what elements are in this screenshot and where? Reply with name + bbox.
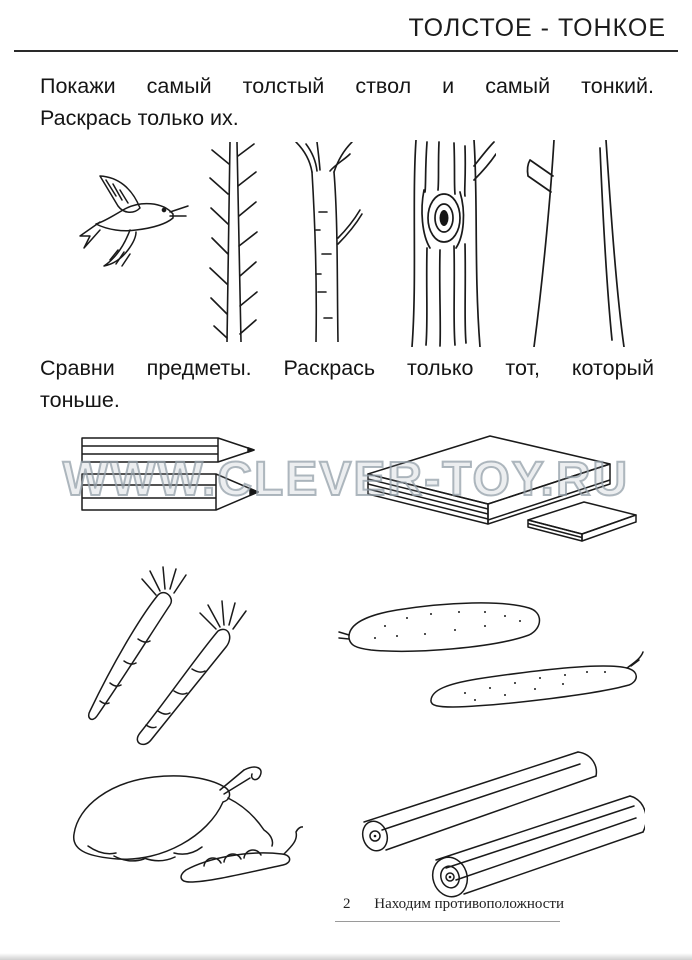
bird-illustration bbox=[78, 172, 193, 292]
trunk-4-illustration bbox=[524, 140, 636, 347]
pencils-illustration bbox=[80, 428, 280, 516]
instruction-first: Покажи самый толстый ствол и самый тонки… bbox=[40, 70, 654, 134]
trunk-3-illustration bbox=[394, 140, 496, 347]
cucumbers-illustration bbox=[335, 588, 645, 743]
page-number: 2 bbox=[343, 896, 351, 912]
footer-divider bbox=[335, 921, 560, 922]
footer: 2 Находим противоположности bbox=[215, 896, 692, 913]
instruction-first-line1: Покажи самый толстый ствол и самый тонки… bbox=[40, 74, 654, 98]
books-illustration bbox=[338, 428, 638, 563]
instruction-second-line1: Сравни предметы. Раскрась только тот, ко… bbox=[40, 356, 654, 380]
logs-illustration bbox=[330, 738, 645, 898]
header-divider bbox=[14, 50, 678, 52]
page-title: ТОЛСТОЕ - ТОНКОЕ bbox=[408, 14, 666, 42]
instruction-first-line2: Раскрась только их. bbox=[40, 106, 239, 130]
trunk-1-illustration bbox=[196, 142, 268, 342]
trunk-2-illustration bbox=[286, 142, 378, 342]
carrots-illustration bbox=[72, 565, 287, 750]
instruction-second-line2: тоньше. bbox=[40, 388, 120, 412]
scan-edge bbox=[0, 953, 692, 960]
instruction-second: Сравни предметы. Раскрась только тот, ко… bbox=[40, 352, 654, 416]
series-title: Находим противоположности bbox=[374, 896, 564, 912]
peas-illustration bbox=[58, 762, 303, 897]
